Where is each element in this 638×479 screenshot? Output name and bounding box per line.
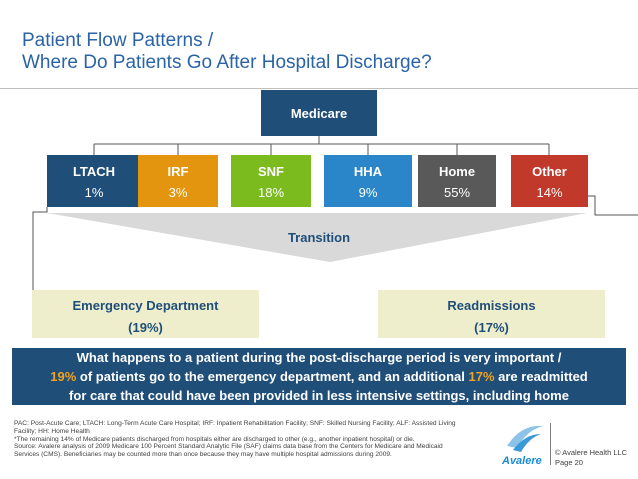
readmissions-band: Readmissions (17%) <box>378 290 605 338</box>
callout-line-2: 19% of patients go to the emergency depa… <box>12 367 626 386</box>
callout-text: of patients go to the emergency departme… <box>76 369 469 384</box>
setting-home: Home 55% <box>418 155 496 207</box>
highlight-readmit: 17% <box>468 369 495 384</box>
brand-logo: Avalere <box>502 455 542 467</box>
title-divider <box>0 88 638 89</box>
copyright-text: © Avalere Health LLC <box>555 448 628 457</box>
transition-label: Transition <box>287 230 351 245</box>
setting-snf: SNF 18% <box>231 155 311 207</box>
footnote-line-3: Source: Avalere analysis of 2009 Medicar… <box>14 443 443 459</box>
title-line-1: Patient Flow Patterns / <box>22 30 214 51</box>
footnote: PAC: Post-Acute Care; LTACH: Long-Term A… <box>14 420 469 459</box>
setting-pct: 18% <box>257 185 285 200</box>
setting-pct: 3% <box>168 185 188 200</box>
avalere-logo-icon <box>507 425 543 452</box>
setting-pct: 55% <box>443 185 471 200</box>
setting-hha: HHA 9% <box>324 155 412 207</box>
setting-pct: 14% <box>536 185 563 200</box>
title-line-2: Where Do Patients Go After Hospital Disc… <box>22 52 432 73</box>
callout-text: are readmitted <box>494 369 588 384</box>
ed-pct: (19%) <box>128 320 163 335</box>
copyright: © Avalere Health LLC Page 20 <box>555 448 627 468</box>
setting-pct: 1% <box>84 185 104 200</box>
setting-label: SNF <box>258 164 284 179</box>
medicare-box: Medicare <box>261 90 377 136</box>
ed-band: Emergency Department (19%) <box>32 290 259 338</box>
setting-label: Other <box>532 164 567 179</box>
setting-label: HHA <box>353 164 383 179</box>
setting-other: Other 14% <box>511 155 588 207</box>
page-title: Patient Flow Patterns / Where Do Patient… <box>22 30 622 74</box>
callout-line-1: What happens to a patient during the pos… <box>76 350 562 365</box>
setting-irf: IRF 3% <box>138 155 218 207</box>
setting-pct: 9% <box>358 185 378 200</box>
setting-label: LTACH <box>72 164 116 179</box>
page-number: Page 20 <box>555 458 583 467</box>
callout-line-3: for care that could have been provided i… <box>69 388 569 403</box>
transition-funnel <box>47 213 587 262</box>
footnote-line-1: PAC: Post-Acute Care; LTACH: Long-Term A… <box>14 420 456 435</box>
ed-label: Emergency Department <box>72 298 219 313</box>
setting-label: IRF <box>167 164 189 179</box>
footnote-line-2: *The remaining 14% of Medicare patients … <box>14 435 415 443</box>
readmissions-label: Readmissions <box>447 298 536 313</box>
medicare-label: Medicare <box>290 105 348 121</box>
readmissions-pct: (17%) <box>474 320 509 335</box>
setting-ltach: LTACH 1% <box>47 155 141 207</box>
setting-label: Home <box>438 164 476 179</box>
callout-box: What happens to a patient during the pos… <box>12 348 626 405</box>
highlight-ed: 19% <box>50 369 77 384</box>
brand-divider <box>550 423 551 465</box>
